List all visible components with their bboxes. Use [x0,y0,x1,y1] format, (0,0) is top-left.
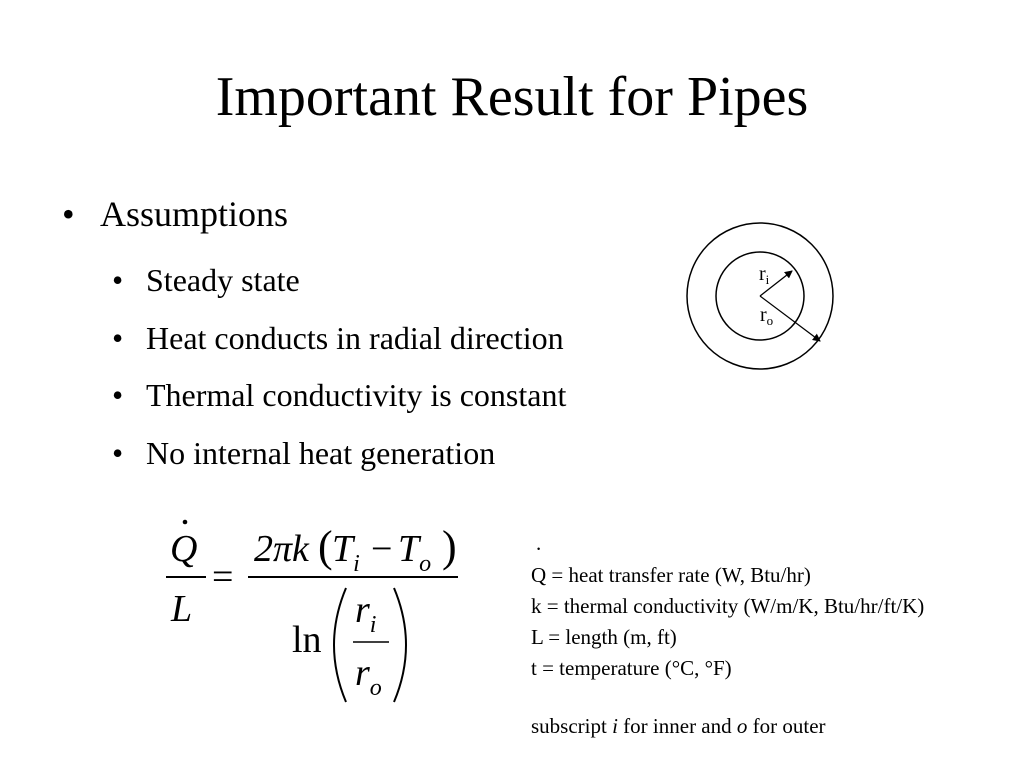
eq-l: L [170,588,192,630]
eq-to: To [398,528,431,577]
eq-q: Q [170,528,197,570]
q-dot: . [536,531,542,555]
subscript-note: subscript i for inner and o for outer [531,714,826,738]
eq-close-paren: ) [442,522,457,571]
assumption-text: Steady state [146,262,300,298]
eq-2pik: 2πk [254,528,310,570]
list-item: • Heat conducts in radial direction [112,310,566,368]
legend-line: Q = heat transfer rate (W, Btu/hr) [531,563,811,587]
assumption-text: Heat conducts in radial direction [146,319,564,356]
eq-equals: = [212,556,233,598]
eq-open-paren: ( [318,522,333,571]
eq-ro: ro [355,652,382,701]
assumptions-bullet: • Assumptions [62,192,288,236]
outer-radius-arrow [759,295,821,342]
legend-spacer [531,684,924,711]
legend-line: k = thermal conductivity (W/m/K, Btu/hr/… [531,594,925,618]
heat-transfer-equation: Q L = 2πk ( Ti − To ) ln ri ro [166,519,458,703]
list-item: • No internal heat generation [112,425,566,483]
pipe-cross-section-diagram: ri ro [686,222,834,370]
assumptions-list: • Steady state • Heat conducts in radial d… [112,252,566,482]
assumptions-heading: Assumptions [100,194,289,234]
legend-line: t = temperature (°C, °F) [531,656,732,680]
bullet-marker: • [62,194,75,234]
eq-ti: Ti [332,528,360,577]
bullet-marker: • [112,262,124,298]
assumption-text: No internal heat generation [146,434,496,471]
slide-title: Important Result for Pipes [215,66,809,128]
outer-circle [686,222,834,370]
assumption-text: Thermal conductivity is constant [146,377,567,413]
list-item: • Thermal conductivity is constant [112,367,566,425]
legend-line: L = length (m, ft) [531,625,677,649]
eq-ri: ri [355,589,376,638]
bullet-marker: • [112,377,124,413]
eq-ln: ln [292,619,322,661]
eq-big-close-paren [393,587,407,703]
inner-radius-label: ri [759,263,770,287]
q-dot-marker [182,519,188,525]
outer-radius-label: ro [760,304,773,328]
bullet-marker: • [112,434,124,471]
inner-radius-arrow [759,270,793,297]
list-item: • Steady state [112,252,566,310]
variable-legend: . Q = heat transfer rate (W, Btu/hr) k =… [531,531,925,742]
eq-minus: − [371,528,392,570]
bullet-marker: • [112,319,124,356]
eq-big-open-paren [333,587,347,703]
inner-circle [715,251,805,341]
